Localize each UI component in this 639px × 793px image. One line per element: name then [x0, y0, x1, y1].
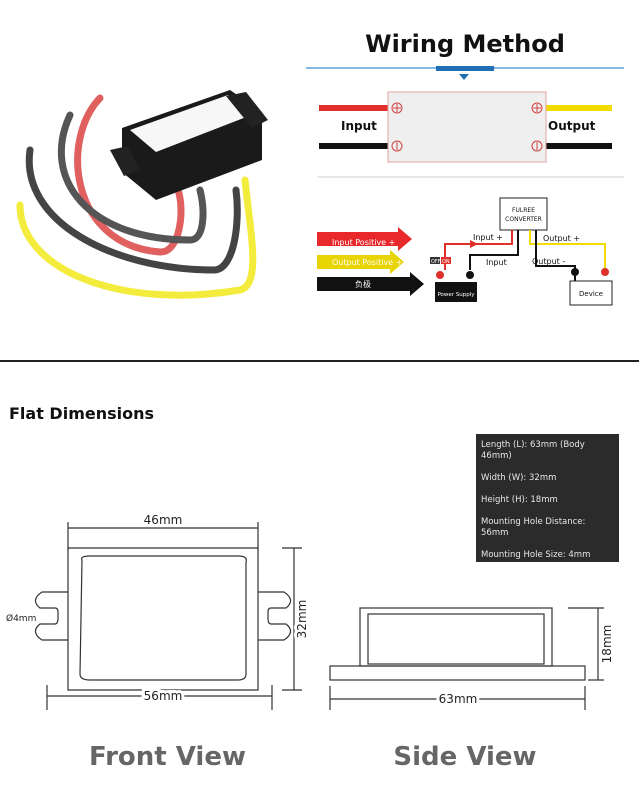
converter-line-1: FULREE: [512, 207, 535, 214]
mount-tab-right: [226, 92, 268, 128]
red-wire: [74, 94, 185, 256]
legend-yellow-arrow: [317, 250, 404, 274]
black-wire-outer: [25, 146, 241, 274]
mount-tab-left: [110, 146, 140, 176]
legend-yellow-text: Output Positive +: [332, 258, 402, 267]
title-pointer-icon: [459, 74, 469, 80]
converter-label: [130, 95, 254, 152]
svg-text:OFF: OFF: [431, 259, 441, 265]
schem-output-plus-label: Output +: [543, 234, 580, 243]
black-wire-inner: [57, 111, 207, 244]
legend-black-text: 负极: [355, 279, 371, 289]
switch-off-box: [430, 257, 440, 264]
wiring-diagram: Input Output Input Positive + Output Pos…: [16, 66, 624, 306]
switch-on-box: [441, 257, 451, 264]
spec-box: Length (L): 63mm (Body 46mm) Width (W): …: [476, 434, 619, 562]
device-block: [569, 280, 613, 306]
input-label: Input: [341, 119, 377, 133]
power-supply-block: [435, 282, 477, 302]
schem-input-minus: [469, 230, 519, 270]
spec-height: Height (H): 18mm: [481, 495, 558, 505]
converter-block: [387, 91, 547, 163]
spec-hole-distance: Mounting Hole Distance: 56mm: [481, 517, 586, 538]
product-photo: [16, 90, 268, 299]
schem-input-plus-label: Input +: [473, 233, 503, 242]
legend-red-arrow: [317, 227, 412, 251]
dim-63mm: 63mm: [439, 692, 478, 706]
schem-input-minus-label: Input: [486, 258, 507, 267]
spec-width: Width (W): 32mm: [481, 473, 557, 483]
title-underline-accent: [436, 66, 494, 71]
schem-output-minus-label: Output -: [532, 257, 565, 266]
svg-text:ON: ON: [442, 259, 450, 265]
dim-18mm: 18mm: [600, 625, 614, 664]
side-view-label: Side View: [393, 742, 537, 772]
dimension-drawings: 46mm 56mm Ø4mm 32mm 63mm 18mm: [6, 513, 614, 710]
dim-hole: Ø4mm: [6, 613, 36, 624]
power-supply-label: Power Supply: [437, 292, 475, 298]
front-view-drawing: [34, 522, 302, 710]
output-label: Output: [548, 119, 596, 133]
yellow-wire: [16, 176, 257, 299]
dim-46mm: 46mm: [144, 513, 183, 527]
legend-red-text: Input Positive +: [332, 238, 395, 247]
fulree-converter-box: [499, 197, 548, 231]
spec-length: Length (L): 63mm (Body 46mm): [481, 440, 585, 461]
side-view-drawing: [329, 607, 604, 710]
wiring-method-title: Wiring Method: [365, 30, 565, 58]
converter-line-2: CONVERTER: [505, 216, 542, 223]
section-divider: [0, 360, 639, 362]
dim-56mm: 56mm: [144, 689, 183, 703]
spec-hole-size: Mounting Hole Size: 4mm: [481, 550, 591, 560]
legend-black-arrow: [317, 272, 424, 296]
flat-dimensions-title: Flat Dimensions: [9, 404, 155, 423]
device-label: Device: [579, 290, 603, 298]
schem-output-plus: [529, 230, 606, 270]
front-view-label: Front View: [88, 742, 246, 772]
dim-32mm: 32mm: [295, 600, 309, 639]
